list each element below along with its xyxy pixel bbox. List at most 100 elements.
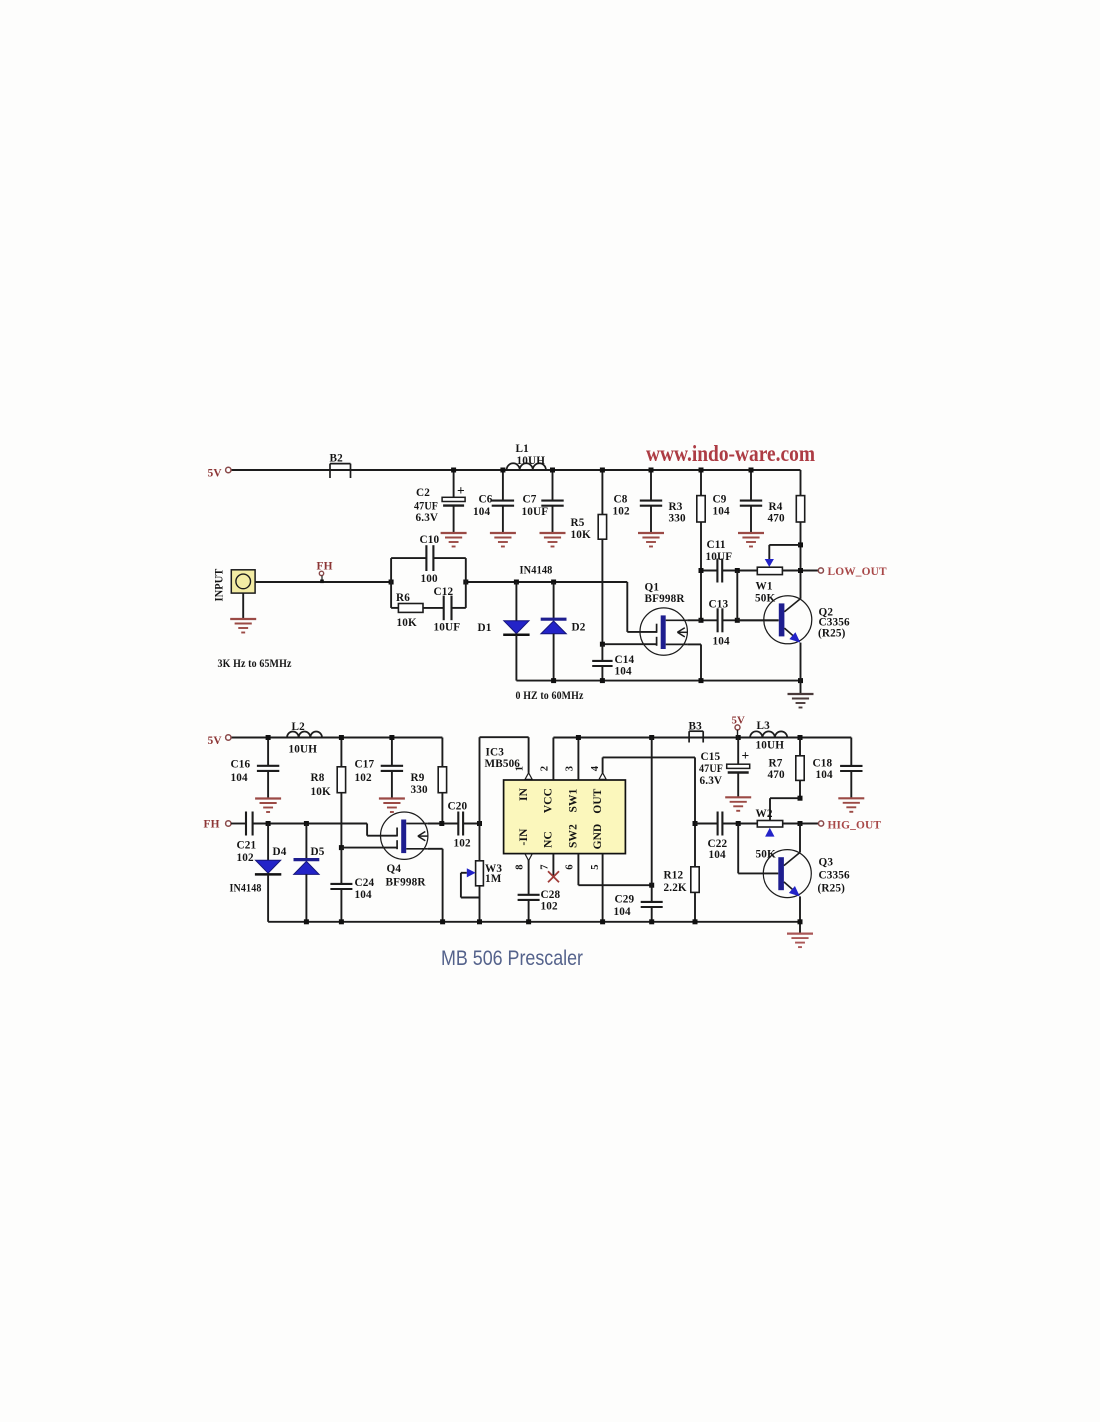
svg-text:6.3V: 6.3V (700, 775, 723, 787)
svg-text:OUT: OUT (592, 788, 604, 813)
svg-text:104: 104 (614, 906, 631, 918)
svg-text:10UH: 10UH (756, 739, 785, 751)
svg-text:330: 330 (669, 513, 686, 525)
svg-text:C21: C21 (237, 840, 257, 852)
svg-text:R5: R5 (571, 517, 585, 529)
svg-text:FH: FH (204, 819, 220, 831)
svg-text:10UF: 10UF (522, 506, 549, 518)
svg-text:C3356: C3356 (819, 617, 850, 629)
svg-text:6.3V: 6.3V (416, 512, 439, 524)
svg-text:GND: GND (592, 824, 604, 850)
svg-text:D2: D2 (572, 622, 586, 634)
svg-text:R9: R9 (411, 772, 425, 784)
svg-text:104: 104 (473, 506, 490, 518)
svg-text:(R25): (R25) (818, 883, 846, 895)
svg-text:3: 3 (565, 766, 576, 771)
svg-text:10UF: 10UF (434, 622, 461, 634)
svg-text:W2: W2 (756, 808, 773, 820)
svg-text:W1: W1 (756, 581, 773, 593)
svg-text:R3: R3 (669, 501, 683, 513)
svg-text:C10: C10 (420, 534, 440, 546)
svg-text:C6: C6 (479, 494, 493, 506)
svg-text:5: 5 (590, 864, 601, 869)
svg-text:C22: C22 (708, 838, 728, 850)
svg-text:IN4148: IN4148 (520, 565, 553, 577)
svg-text:C11: C11 (707, 539, 726, 551)
svg-text:100: 100 (421, 573, 438, 585)
svg-text:NC: NC (543, 831, 555, 848)
svg-text:INPUT: INPUT (212, 569, 226, 602)
svg-text:MB506: MB506 (485, 758, 521, 770)
svg-text:50K: 50K (756, 849, 776, 861)
svg-text:C14: C14 (615, 654, 635, 666)
svg-text:SW2: SW2 (567, 824, 579, 848)
svg-text:C8: C8 (614, 494, 628, 506)
svg-text:www.indo-ware.com: www.indo-ware.com (646, 441, 815, 466)
svg-text:4: 4 (590, 765, 601, 771)
svg-text:470: 470 (768, 769, 785, 781)
svg-text:L1: L1 (516, 443, 530, 455)
svg-text:Q1: Q1 (645, 582, 660, 594)
svg-text:MB 506 Prescaler: MB 506 Prescaler (441, 946, 583, 970)
svg-text:8: 8 (515, 864, 526, 869)
svg-text:C13: C13 (709, 599, 729, 611)
svg-text:HIG_OUT: HIG_OUT (828, 819, 882, 831)
svg-text:2: 2 (540, 766, 551, 771)
svg-text:C15: C15 (701, 751, 721, 763)
svg-text:R8: R8 (311, 772, 325, 784)
svg-text:102: 102 (454, 838, 471, 850)
svg-text:104: 104 (355, 889, 372, 901)
svg-text:Q3: Q3 (819, 857, 834, 869)
svg-text:7: 7 (540, 864, 551, 870)
svg-text:Q2: Q2 (819, 607, 834, 619)
svg-text:FH: FH (317, 561, 333, 573)
svg-text:C28: C28 (541, 889, 561, 901)
svg-text:C17: C17 (355, 759, 375, 771)
svg-text:R12: R12 (664, 869, 684, 881)
svg-text:C29: C29 (615, 894, 635, 906)
svg-text:1M: 1M (485, 873, 502, 885)
svg-text:W3: W3 (485, 863, 502, 875)
svg-text:104: 104 (713, 506, 730, 518)
svg-text:SW1: SW1 (567, 788, 579, 812)
svg-text:+: + (457, 483, 465, 498)
svg-text:BF998R: BF998R (386, 877, 427, 889)
svg-text:L3: L3 (757, 720, 771, 732)
svg-text:LOW_OUT: LOW_OUT (828, 566, 888, 578)
svg-text:330: 330 (411, 784, 428, 796)
svg-text:10K: 10K (311, 786, 331, 798)
svg-text:102: 102 (355, 772, 372, 784)
svg-text:IN4148: IN4148 (230, 883, 262, 895)
svg-text:104: 104 (709, 849, 726, 861)
svg-text:102: 102 (237, 852, 254, 864)
svg-text:C3356: C3356 (819, 870, 850, 882)
svg-text:VCC: VCC (543, 788, 555, 813)
svg-text:10UH: 10UH (289, 744, 318, 756)
svg-text:10K: 10K (397, 617, 417, 629)
svg-text:1: 1 (515, 766, 526, 771)
svg-text:3K Hz to 65MHz: 3K Hz to 65MHz (218, 658, 292, 670)
svg-text:Q4: Q4 (387, 863, 402, 875)
svg-text:104: 104 (615, 666, 632, 678)
svg-text:C2: C2 (416, 487, 430, 499)
svg-text:D5: D5 (311, 846, 325, 858)
svg-text:C12: C12 (434, 586, 454, 598)
svg-text:10K: 10K (571, 529, 591, 541)
svg-text:C20: C20 (448, 800, 468, 812)
svg-text:(R25): (R25) (818, 628, 846, 640)
svg-text:L2: L2 (292, 721, 306, 733)
svg-text:D1: D1 (478, 622, 492, 634)
svg-text:BF998R: BF998R (645, 593, 686, 605)
svg-text:C7: C7 (523, 494, 537, 506)
svg-text:0 HZ to 60MHz: 0 HZ to 60MHz (516, 690, 584, 702)
svg-text:104: 104 (231, 772, 248, 784)
svg-text:R4: R4 (769, 501, 783, 513)
svg-text:D4: D4 (273, 846, 287, 858)
svg-text:50K: 50K (755, 593, 775, 605)
svg-text:47UF: 47UF (699, 763, 723, 775)
svg-text:B3: B3 (689, 720, 703, 732)
svg-text:47UF: 47UF (414, 501, 438, 513)
svg-text:102: 102 (613, 506, 630, 518)
svg-text:2.2K: 2.2K (664, 882, 687, 894)
svg-text:10UH: 10UH (517, 455, 546, 467)
